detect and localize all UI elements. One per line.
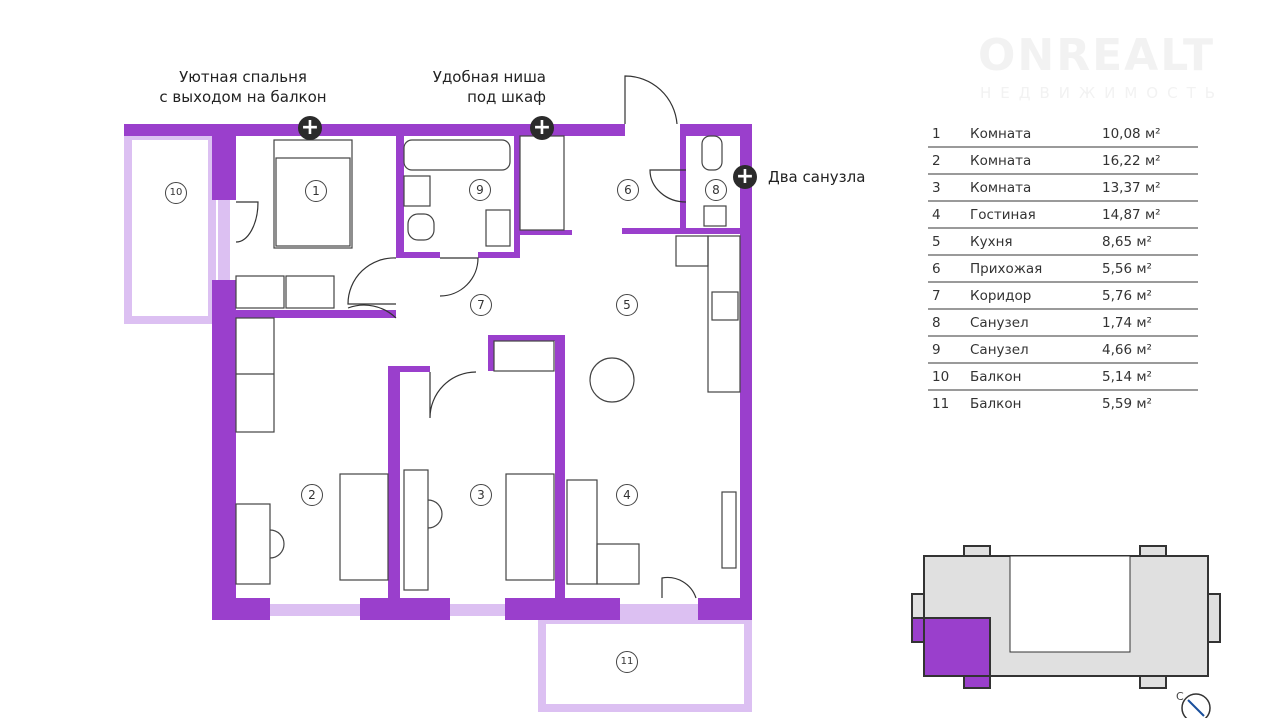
- closet-niche: [519, 135, 565, 231]
- room-area: 14,87 м²: [1102, 201, 1198, 229]
- wardrobe-2: [235, 317, 275, 433]
- room-area: 5,76 м²: [1102, 282, 1198, 310]
- kitchen-counter: [707, 235, 741, 393]
- doors: [235, 75, 697, 599]
- room-number: 11: [932, 395, 950, 412]
- room-number: 10: [928, 363, 970, 391]
- table-row: 11 Балкон 5,59 м²: [928, 390, 1198, 416]
- plus-icon: +: [298, 116, 322, 140]
- bed-2: [339, 473, 389, 581]
- room-area: 13,37 м²: [1102, 174, 1198, 202]
- room-name: Санузел: [970, 309, 1102, 337]
- door-room1: [347, 257, 397, 305]
- windows: [218, 200, 698, 616]
- room-number: 8: [928, 309, 970, 337]
- room-number: 1: [928, 121, 970, 148]
- compass-icon: [1181, 693, 1211, 718]
- toilet-8: [701, 135, 723, 171]
- compass-north-label: С: [1176, 690, 1184, 703]
- desk-2: [235, 503, 271, 585]
- room-number: 9: [928, 336, 970, 364]
- room-marker-11: 11: [616, 651, 638, 673]
- room-number: 2: [928, 147, 970, 175]
- room-marker-5: 5: [616, 294, 638, 316]
- bed-3: [505, 473, 555, 581]
- door-wc9: [439, 257, 479, 297]
- room-area: 4,66 м²: [1102, 336, 1198, 364]
- stove: [711, 291, 739, 321]
- room-area: 16,22 м²: [1102, 147, 1198, 175]
- room-name: Прихожая: [970, 255, 1102, 283]
- door-balcony: [235, 201, 259, 243]
- room-marker-8: 8: [705, 179, 727, 201]
- walls: [124, 124, 752, 620]
- sofa: [566, 479, 598, 585]
- room-area: 1,74 м²: [1102, 309, 1198, 337]
- balcony-11: [538, 616, 752, 712]
- annotation-line: Удобная ниша: [432, 68, 546, 86]
- room-marker-7: 7: [470, 294, 492, 316]
- door-wc8: [649, 169, 687, 203]
- room-number: 4: [928, 201, 970, 229]
- room-marker-1: 1: [305, 180, 327, 202]
- room-name: Комната: [970, 174, 1102, 202]
- room-name: Комната: [970, 121, 1102, 148]
- watermark-subtitle: НЕДВИЖИМОСТЬ: [980, 84, 1225, 102]
- bed-1: [273, 139, 353, 249]
- plus-icon: +: [530, 116, 554, 140]
- annotation-line: Уютная спальня: [179, 68, 307, 86]
- room-area: 8,65 м²: [1102, 228, 1198, 256]
- room-name: Балкон: [970, 363, 1102, 391]
- room-marker-10: 10: [165, 182, 187, 204]
- furniture: [235, 135, 741, 591]
- room-name: Балкон: [970, 395, 1022, 412]
- room-number: 5: [928, 228, 970, 256]
- annotation-line: с выходом на балкон: [159, 88, 327, 106]
- room-name: Санузел: [970, 336, 1102, 364]
- entrance-door: [624, 75, 678, 125]
- desk-3: [403, 469, 429, 591]
- toilet-9: [407, 213, 435, 241]
- bathtub: [403, 139, 511, 171]
- room-name: Кухня: [970, 228, 1102, 256]
- room-area: 10,08 м²: [1102, 121, 1198, 148]
- room-number: 6: [928, 255, 970, 283]
- plus-icon: +: [733, 165, 757, 189]
- room-name: Коридор: [970, 282, 1102, 310]
- room-area: 5,56 м²: [1102, 255, 1198, 283]
- room-number: 3: [928, 174, 970, 202]
- annotation-bedroom: Уютная спальня с выходом на балкон: [138, 67, 348, 107]
- annotation-bathrooms: Два санузла: [768, 168, 866, 186]
- annotation-niche: Удобная ниша под шкаф: [400, 67, 546, 107]
- room-area: 5,59 м²: [1102, 395, 1152, 412]
- room-name: Гостиная: [970, 201, 1102, 229]
- dining-table: [589, 357, 635, 403]
- door-room3: [429, 371, 477, 419]
- room-name: Комната: [970, 147, 1102, 175]
- annotation-line: под шкаф: [467, 88, 546, 106]
- room-marker-6: 6: [617, 179, 639, 201]
- tv: [721, 491, 737, 569]
- room-marker-9: 9: [469, 179, 491, 201]
- door-balcony11: [661, 576, 697, 599]
- room-marker-2: 2: [301, 484, 323, 506]
- balcony-10: [124, 132, 216, 324]
- room-area: 5,14 м²: [1102, 363, 1198, 391]
- watermark-logo: ONREALT: [978, 30, 1215, 81]
- room-marker-4: 4: [616, 484, 638, 506]
- room-marker-3: 3: [470, 484, 492, 506]
- keyplan: [911, 545, 1221, 718]
- room-number: 7: [928, 282, 970, 310]
